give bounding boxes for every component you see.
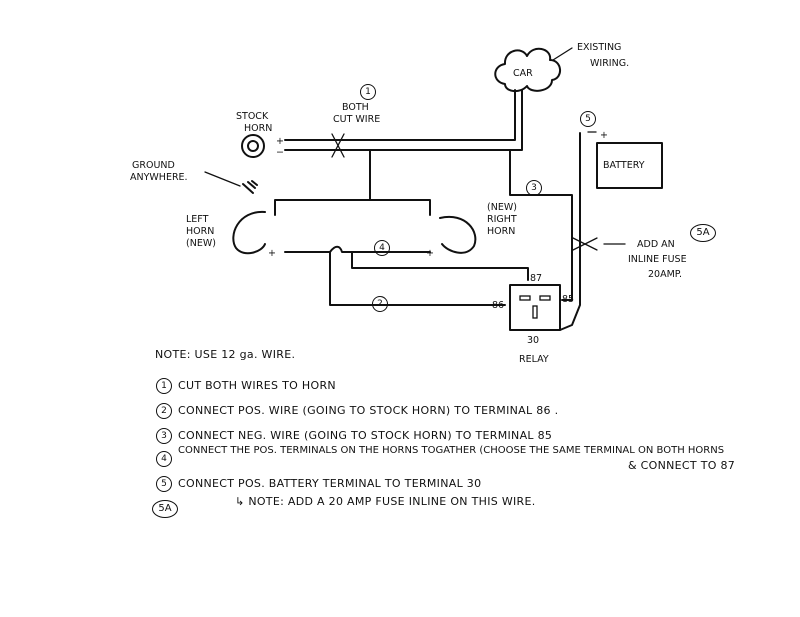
note-3: CONNECT NEG. WIRE (GOING TO STOCK HORN) … bbox=[178, 429, 553, 442]
note-2: CONNECT POS. WIRE (GOING TO STOCK HORN) … bbox=[178, 404, 559, 417]
fuse-mark-2 bbox=[572, 237, 598, 251]
note-4-num: 4 bbox=[156, 451, 172, 467]
car-cloud bbox=[494, 47, 561, 92]
note-5-num: 5 bbox=[156, 476, 172, 492]
note-header: NOTE: USE 12 ga. WIRE. bbox=[155, 348, 296, 361]
marker-1: 1 bbox=[360, 84, 376, 100]
battery-label: BATTERY bbox=[603, 160, 645, 171]
left-horn-label: LEFT bbox=[186, 214, 209, 225]
marker-2: 2 bbox=[372, 296, 388, 312]
left-horn-label-2: HORN bbox=[186, 226, 214, 237]
wire-to-right-horn-neg bbox=[369, 199, 431, 216]
right-horn-label: (NEW) bbox=[487, 202, 517, 213]
wire-to-left-horn-neg bbox=[274, 149, 371, 216]
relay-box bbox=[509, 284, 561, 331]
wire-car-neg bbox=[284, 89, 523, 151]
cut-mark-2 bbox=[331, 133, 345, 158]
note-2-num: 2 bbox=[156, 403, 172, 419]
right-horn-shape bbox=[439, 215, 477, 254]
relay-label: RELAY bbox=[519, 354, 549, 365]
battery-box bbox=[596, 142, 663, 189]
wire-to-86 bbox=[329, 251, 506, 306]
marker-4: 4 bbox=[374, 240, 390, 256]
left-horn-shape bbox=[232, 210, 266, 255]
stock-horn-inner bbox=[247, 140, 259, 152]
relay-pin-c bbox=[532, 305, 538, 319]
note-5a-num: 5A bbox=[152, 500, 178, 518]
stock-horn-outer bbox=[241, 134, 265, 158]
right-horn-label-3: HORN bbox=[487, 226, 515, 237]
stock-plus: + bbox=[276, 136, 284, 147]
fuse-label-3: 20AMP. bbox=[648, 269, 682, 280]
existing-wiring-label-2: WIRING. bbox=[590, 58, 629, 69]
left-horn-label-3: (NEW) bbox=[186, 238, 216, 249]
relay-pin-b bbox=[539, 295, 551, 301]
stock-horn-label-2: HORN bbox=[244, 123, 272, 134]
ground-label-2: ANYWHERE. bbox=[130, 172, 188, 183]
relay-pin-a bbox=[519, 295, 531, 301]
note-3-num: 3 bbox=[156, 428, 172, 444]
ground-pointer bbox=[204, 171, 241, 187]
marker-3: 3 bbox=[526, 180, 542, 196]
both-cut-label: BOTH bbox=[342, 102, 369, 113]
left-plus: + bbox=[268, 248, 276, 259]
wire-car-pos bbox=[284, 89, 516, 141]
note-1: CUT BOTH WIRES TO HORN bbox=[178, 379, 336, 392]
wire-to-87 bbox=[351, 251, 529, 281]
fuse-label: ADD AN bbox=[637, 239, 675, 250]
ground-symbol-icon bbox=[242, 180, 258, 194]
relay-t87: 87 bbox=[530, 273, 542, 284]
note-1-num: 1 bbox=[156, 378, 172, 394]
fuse-label-2: INLINE FUSE bbox=[628, 254, 687, 265]
existing-wiring-pointer bbox=[552, 47, 573, 61]
stock-minus: − bbox=[276, 147, 284, 158]
right-plus: + bbox=[426, 248, 434, 259]
ground-label: GROUND bbox=[132, 160, 175, 171]
cut-wire-label: CUT WIRE bbox=[333, 114, 380, 125]
right-horn-label-2: RIGHT bbox=[487, 214, 517, 225]
stock-horn-label: STOCK bbox=[236, 111, 269, 122]
battery-plus: + bbox=[600, 130, 608, 141]
car-label: CAR bbox=[513, 68, 533, 79]
note-4: CONNECT THE POS. TERMINALS ON THE HORNS … bbox=[178, 445, 725, 456]
existing-wiring-label: EXISTING bbox=[577, 42, 621, 53]
marker-5: 5 bbox=[580, 111, 596, 127]
note-4b: & CONNECT TO 87 bbox=[628, 459, 736, 472]
note-5: CONNECT POS. BATTERY TERMINAL TO TERMINA… bbox=[178, 477, 482, 490]
relay-t30: 30 bbox=[527, 335, 539, 346]
wire-battery-30 bbox=[559, 132, 581, 331]
note-5a: ↳ NOTE: ADD A 20 AMP FUSE INLINE ON THIS… bbox=[235, 495, 536, 508]
relay-t86: 86 bbox=[492, 300, 504, 311]
marker-5a: 5A bbox=[690, 224, 716, 242]
wire-horns-pos bbox=[284, 245, 431, 253]
wire-to-85 bbox=[509, 149, 573, 301]
